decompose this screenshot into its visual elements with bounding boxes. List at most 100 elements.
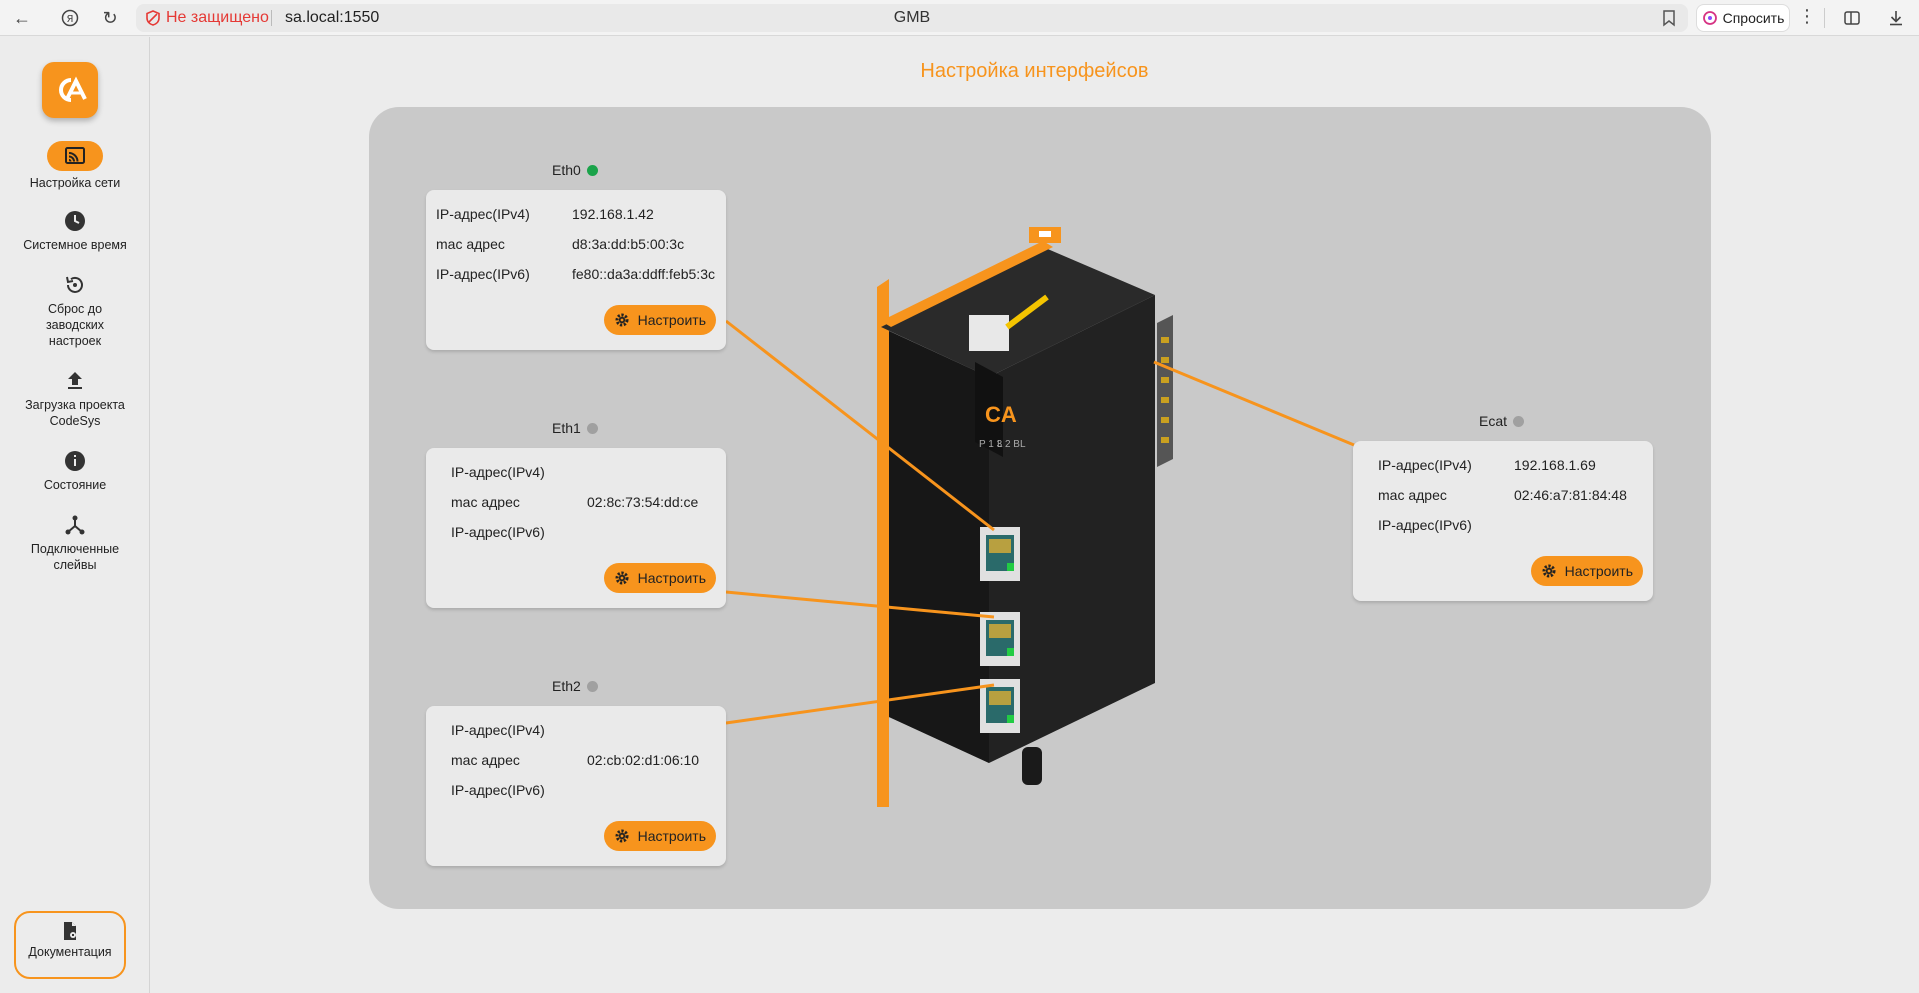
- ecat-ipv4-value: 192.168.1.69: [1514, 457, 1596, 473]
- app-logo[interactable]: [42, 62, 98, 118]
- eth0-mac-value: d8:3a:dd:b5:00:3c: [572, 236, 685, 252]
- url-divider: [271, 10, 272, 26]
- eth0-ipv6-value: fe80::da3a:ddff:feb5:3c: [572, 266, 715, 282]
- eth0-configure-label: Настроить: [637, 312, 706, 328]
- document-icon: [64, 922, 76, 940]
- sidebar-active-pill: [47, 141, 103, 171]
- eth2-port: [980, 679, 1020, 733]
- eth1-card: IP-адрес(IPv4) mac адрес 02:8c:73:54:dd:…: [426, 448, 726, 608]
- sidebar-item-status[interactable]: Состояние: [0, 449, 150, 493]
- not-secure-indicator[interactable]: Не защищено: [146, 9, 269, 27]
- eth0-ipv6-label: IP-адрес(IPv6): [436, 266, 530, 282]
- eth0-configure-button[interactable]: Настроить: [603, 305, 716, 335]
- sidebar-item-label: Настройка сети: [29, 176, 121, 190]
- plc-device-image: CA P 1 3 L 2 BL: [877, 227, 1173, 807]
- eth0-status-dot: [586, 164, 598, 176]
- eth2-mac-label: mac адрес: [451, 752, 520, 768]
- eth1-mac-value: 02:8c:73:54:dd:ce: [587, 494, 699, 510]
- ecat-connector: [1157, 315, 1173, 467]
- restore-icon: [66, 276, 83, 293]
- security-label: Не защищено: [166, 9, 269, 26]
- eth2-mac-value: 02:cb:02:d1:06:10: [587, 752, 700, 768]
- sidebar-item-codesys-upload[interactable]: Загрузка проекта CodeSys: [0, 369, 150, 429]
- ecat-ipv4-label: IP-адрес(IPv4): [1378, 457, 1472, 473]
- sidebar-item-factory-reset[interactable]: Сброс до заводских настроек: [0, 273, 150, 349]
- eth1-header: Eth1: [552, 420, 598, 436]
- back-arrow-icon[interactable]: ←: [13, 7, 31, 28]
- svg-text:CA: CA: [985, 402, 1017, 427]
- address-bar[interactable]: Не защищено sa.local:1550 GMB: [136, 4, 1688, 32]
- gear-icon: [615, 571, 629, 585]
- eth2-status-dot: [586, 680, 598, 692]
- page-title: Настройка интерфейсов: [920, 60, 1149, 82]
- upload-icon: [68, 372, 82, 389]
- sidebar-item-label: Загрузка проекта CodeSys: [25, 398, 125, 428]
- ecat-configure-button[interactable]: Настроить: [1530, 556, 1643, 586]
- bookmark-icon[interactable]: [1660, 9, 1678, 27]
- eth0-port: [980, 527, 1020, 581]
- ecat-ipv6-label: IP-адрес(IPv6): [1378, 517, 1472, 533]
- ecat-name: Ecat: [1479, 413, 1508, 429]
- sidebar-item-label: Сброс до заводских настроек: [45, 302, 105, 348]
- reload-icon[interactable]: ↻: [102, 7, 118, 28]
- shield-warning-icon: [146, 10, 160, 26]
- toolbar-divider: [1824, 8, 1825, 28]
- interfaces-panel: CA P 1 3 L 2 BL: [369, 107, 1711, 909]
- eth0-ipv4-value: 192.168.1.42: [572, 206, 654, 222]
- ca-logo-icon: [59, 76, 87, 102]
- eth2-configure-label: Настроить: [637, 828, 706, 844]
- eth2-ipv4-label: IP-адрес(IPv4): [451, 722, 545, 738]
- eth2-card: IP-адрес(IPv4) mac адрес 02:cb:02:d1:06:…: [426, 706, 726, 866]
- sidebar: Настройка сети Системное время Сброс до …: [0, 37, 150, 993]
- info-icon: [65, 451, 85, 471]
- ecat-header: Ecat: [1479, 413, 1525, 429]
- ask-label: Спросить: [1722, 10, 1785, 26]
- sidebar-panel-icon[interactable]: [1840, 6, 1864, 30]
- browser-toolbar: ← Я ↻ Не защищено sa.local:1550 GMB Спро…: [0, 0, 1919, 36]
- sidebar-item-slaves[interactable]: Подключенные слейвы: [0, 513, 150, 573]
- eth1-port: [980, 612, 1020, 666]
- ecat-status-dot: [1513, 415, 1525, 427]
- eth1-name: Eth1: [552, 420, 581, 436]
- sidebar-item-label: Состояние: [43, 478, 107, 492]
- eth2-header: Eth2: [552, 678, 598, 694]
- download-icon[interactable]: [1884, 6, 1908, 30]
- yandex-icon[interactable]: Я: [58, 6, 82, 30]
- eth0-ipv4-label: IP-адрес(IPv4): [436, 206, 530, 222]
- eth1-configure-label: Настроить: [637, 570, 706, 586]
- eth1-ipv6-label: IP-адрес(IPv6): [451, 524, 545, 540]
- eth0-header: Eth0: [552, 162, 598, 178]
- more-vertical-icon[interactable]: ⋮: [1798, 6, 1816, 26]
- gear-icon: [615, 829, 629, 843]
- ecat-mac-value: 02:46:a7:81:84:48: [1514, 487, 1627, 503]
- ask-button[interactable]: Спросить: [1696, 4, 1790, 32]
- sidebar-item-network[interactable]: Настройка сети: [0, 141, 150, 191]
- sidebar-item-system-time[interactable]: Системное время: [0, 209, 150, 253]
- eth0-name: Eth0: [552, 162, 581, 178]
- eth0-card: IP-адрес(IPv4) 192.168.1.42 mac адрес d8…: [426, 190, 726, 350]
- ecat-card: IP-адрес(IPv4) 192.168.1.69 mac адрес 02…: [1353, 441, 1653, 601]
- documentation-button[interactable]: Документация: [14, 911, 126, 979]
- ecat-configure-label: Настроить: [1564, 563, 1633, 579]
- eth2-ipv6-label: IP-адрес(IPv6): [451, 782, 545, 798]
- url-text[interactable]: sa.local:1550: [285, 9, 380, 26]
- cast-icon: [65, 147, 85, 164]
- eth1-configure-button[interactable]: Настроить: [603, 563, 716, 593]
- eth1-ipv4-label: IP-адрес(IPv4): [451, 464, 545, 480]
- gear-icon: [1542, 564, 1556, 578]
- clock-icon: [65, 211, 85, 231]
- sidebar-item-label: Подключенные слейвы: [30, 542, 120, 572]
- sparkle-icon: [1702, 11, 1717, 25]
- eth0-mac-label: mac адрес: [436, 236, 505, 252]
- device-label-2: L 2 BL: [997, 439, 1026, 450]
- eth1-mac-label: mac адрес: [451, 494, 520, 510]
- documentation-label: Документация: [28, 945, 112, 959]
- eth2-name: Eth2: [552, 678, 581, 694]
- eth2-configure-button[interactable]: Настроить: [603, 821, 716, 851]
- svg-text:Я: Я: [67, 14, 74, 25]
- gear-icon: [615, 313, 629, 327]
- ecat-mac-label: mac адрес: [1378, 487, 1447, 503]
- eth1-status-dot: [586, 422, 598, 434]
- network-icon: [65, 515, 85, 535]
- sidebar-item-label: Системное время: [23, 238, 127, 252]
